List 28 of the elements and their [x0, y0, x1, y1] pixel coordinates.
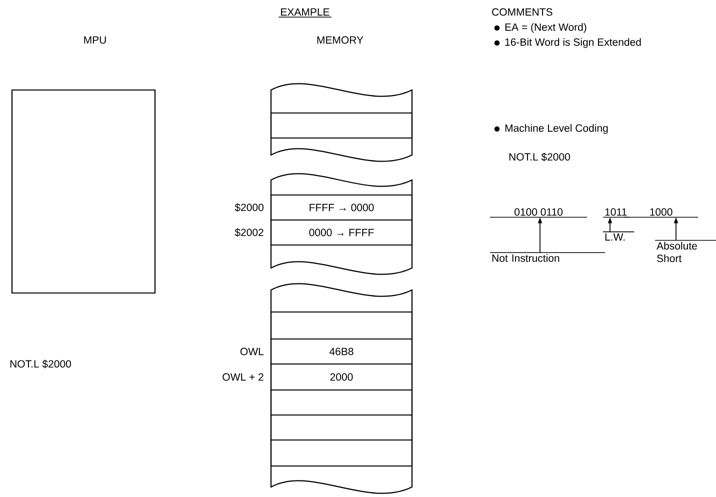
- heading: EXAMPLE: [278, 8, 332, 18]
- underlined-bits: 1011: [602, 208, 630, 218]
- text-label: 16-Bit Word is Sign Extended: [505, 38, 641, 48]
- memory-cell: [270, 439, 413, 467]
- field-caption: L.W.: [602, 231, 634, 241]
- memory-cell: [270, 112, 413, 139]
- memory-cell: 0000 → FFFF: [270, 219, 413, 246]
- text-label: NOT.L $2000: [509, 152, 570, 162]
- underlined-bits: 0100 0110: [490, 208, 588, 218]
- memory-cell: FFFF → 0000: [270, 194, 413, 221]
- memory-cell: 46B8: [270, 338, 413, 365]
- text-label: Machine Level Coding: [505, 124, 608, 134]
- text-label: NOT.L $2000: [10, 360, 71, 368]
- text-label: COMMENTS: [492, 8, 552, 16]
- address-label: OWL + 2: [222, 373, 264, 381]
- address-label: OWL: [240, 348, 264, 356]
- text-label: MEMORY: [317, 36, 364, 44]
- memory-cell: [270, 389, 413, 416]
- address-label: $2000: [234, 203, 264, 212]
- mpu-box: [11, 89, 156, 294]
- address-label: $2002: [234, 228, 264, 237]
- memory-cell: 2000: [270, 363, 413, 391]
- field-caption: Absolute Short: [654, 240, 716, 262]
- text-label: MPU: [84, 36, 106, 44]
- memory-cell: [270, 414, 413, 441]
- field-caption: Not Instruction: [490, 252, 606, 262]
- memory-cell: [270, 311, 413, 340]
- text-label: EA = (Next Word): [505, 23, 586, 33]
